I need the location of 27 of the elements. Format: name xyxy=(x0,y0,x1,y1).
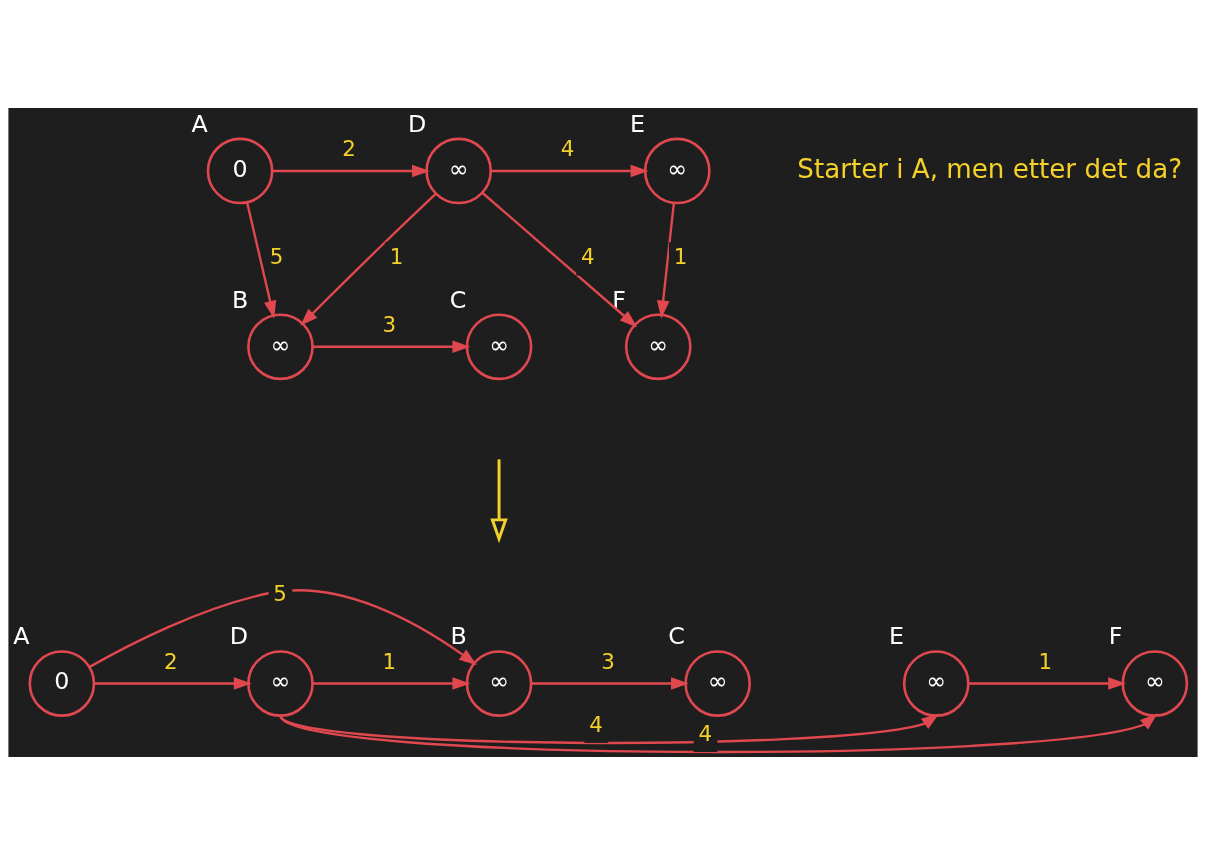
edge-label: 4 xyxy=(581,244,595,270)
edge-label: 1 xyxy=(673,244,688,270)
node-label: F xyxy=(1108,622,1123,651)
edge-label: 1 xyxy=(382,648,397,674)
edge-label: 2 xyxy=(342,136,356,161)
node-label: D xyxy=(229,622,249,651)
node-label: B xyxy=(450,622,467,651)
edge-label: 2 xyxy=(164,648,178,674)
node-label: D xyxy=(407,109,427,138)
node-label: E xyxy=(629,109,645,138)
node-label: E xyxy=(888,622,904,651)
edge-label: 5 xyxy=(269,244,284,270)
edge-label: 4 xyxy=(560,136,575,161)
node-label: B xyxy=(231,285,249,314)
edge-label: 4 xyxy=(698,720,713,746)
edge-label: 1 xyxy=(389,244,404,270)
edge-label: 4 xyxy=(589,711,603,737)
label: Starter i A, men etter det da? xyxy=(797,153,1183,184)
node-label: C xyxy=(449,285,467,314)
node-label: C xyxy=(668,622,685,651)
edge-label: 3 xyxy=(382,311,397,337)
node-label: F xyxy=(612,285,626,314)
edge-label: 5 xyxy=(273,580,287,606)
edge-label: 1 xyxy=(1038,648,1053,674)
edge-label: 3 xyxy=(601,648,615,674)
node-label: A xyxy=(191,109,208,138)
node-label: A xyxy=(13,622,30,651)
